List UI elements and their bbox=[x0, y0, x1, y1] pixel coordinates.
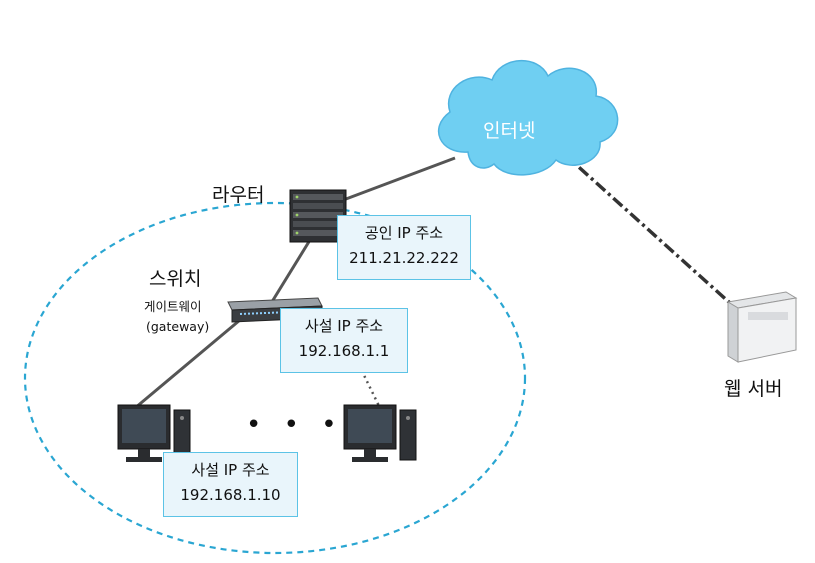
switch-ip-address: 192.168.1.1 bbox=[298, 342, 390, 360]
router-label: 라우터 bbox=[212, 184, 265, 206]
link-switch-pc1 bbox=[134, 318, 241, 410]
lan-boundary bbox=[23, 201, 527, 555]
gateway-label-english: (gateway) bbox=[146, 319, 210, 334]
public-ip-box: 공인 IP 주소 211.21.22.222 bbox=[337, 215, 471, 280]
router-icon bbox=[289, 189, 347, 243]
more-hosts-ellipsis: • • • bbox=[246, 410, 344, 440]
public-ip-address: 211.21.22.222 bbox=[349, 249, 459, 267]
gateway-label-korean: 게이트웨이 bbox=[144, 299, 202, 314]
public-ip-title: 공인 IP 주소 bbox=[364, 224, 444, 242]
link-router-switch bbox=[268, 239, 312, 306]
switch-ip-title: 사설 IP 주소 bbox=[304, 317, 384, 335]
link-switch-pc2 bbox=[336, 321, 382, 409]
desktop-pc-icon bbox=[117, 404, 191, 462]
pc-ip-box: 사설 IP 주소 192.168.1.10 bbox=[163, 452, 298, 517]
pc-ip-title: 사설 IP 주소 bbox=[191, 461, 270, 479]
pc-ip-address: 192.168.1.10 bbox=[180, 486, 281, 504]
switch-label: 스위치 bbox=[149, 268, 202, 290]
web-server-label: 웹 서버 bbox=[724, 378, 783, 400]
desktop-pc-icon bbox=[343, 404, 417, 462]
link-internet-webserver bbox=[560, 150, 742, 314]
server-icon bbox=[726, 291, 798, 363]
cloud-icon bbox=[438, 60, 619, 176]
internet-label: 인터넷 bbox=[483, 120, 536, 142]
switch-ip-box: 사설 IP 주소 192.168.1.1 bbox=[280, 308, 408, 373]
